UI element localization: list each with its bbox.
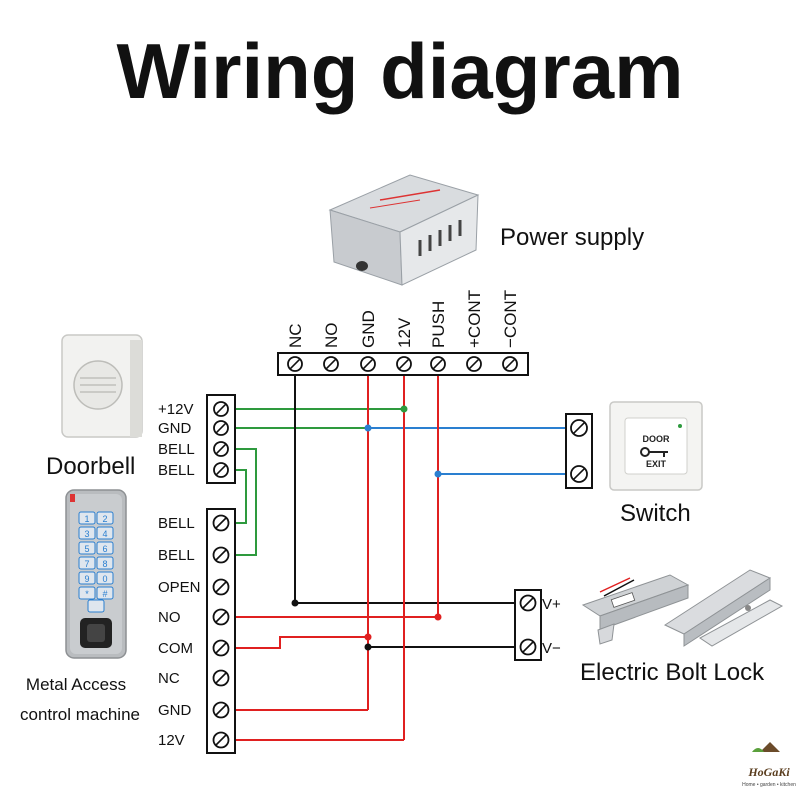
screw-terminal-icon — [212, 514, 230, 532]
access-keypad-image: 1 2 3 4 5 6 7 8 9 0 * # — [65, 489, 127, 659]
screw-terminal-icon — [519, 594, 537, 612]
screw-terminal-icon — [212, 546, 230, 564]
key-icon — [640, 447, 668, 457]
doorbell-terminal-label: BELL — [158, 441, 195, 458]
junction-dot — [434, 613, 442, 621]
doorbell-terminal-label: GND — [158, 420, 192, 437]
screw-terminal-icon — [212, 669, 230, 687]
keypad-key: 8 — [102, 559, 107, 569]
junction-dot — [364, 633, 372, 641]
keypad-key: 0 — [102, 574, 107, 584]
screw-terminal-icon — [466, 356, 482, 372]
brand-tagline: Home • garden • kitchen — [742, 782, 796, 788]
wire-bell-loop-a — [231, 448, 257, 556]
controller-terminal-label: BELL — [158, 515, 195, 532]
bolt-lock-image — [581, 569, 784, 647]
doorbell-image — [61, 334, 143, 438]
screw-terminal-icon — [213, 420, 229, 436]
psu-terminal-label: NC — [286, 323, 305, 348]
wire-nc-to-lock-vplus — [294, 365, 517, 604]
controller-terminal-label: 12V — [158, 732, 185, 749]
keypad-key: # — [102, 589, 107, 599]
keypad-key: 9 — [84, 574, 89, 584]
controller-terminal-label: GND — [158, 702, 192, 719]
junction-dot — [400, 405, 408, 413]
diagram-title: Wiring diagram — [116, 27, 683, 115]
controller-terminals: BELL BELL OPEN NO COM NC GND 12V — [158, 514, 230, 749]
bolt-lock-label: Electric Bolt Lock — [580, 659, 765, 686]
keypad-key: 3 — [84, 529, 89, 539]
controller-terminal-label: BELL — [158, 547, 195, 564]
wires — [231, 365, 566, 741]
controller-terminal-label: NC — [158, 670, 180, 687]
keypad-key: 7 — [84, 559, 89, 569]
keypad-key: 5 — [84, 544, 89, 554]
junction-dot — [364, 643, 372, 651]
doorbell-label: Doorbell — [46, 453, 135, 480]
house-icon — [760, 742, 780, 752]
psu-terminal-label: +CONT — [465, 290, 484, 348]
junction-dot — [291, 599, 299, 607]
exit-switch-text-door: DOOR — [643, 434, 671, 444]
keypad-key: * — [85, 589, 89, 599]
doorbell-terminal-label: +12V — [158, 401, 193, 418]
screw-terminal-icon — [570, 419, 588, 437]
screw-terminal-icon — [570, 465, 588, 483]
doorbell-terminal-label: BELL — [158, 462, 195, 479]
screw-terminal-icon — [212, 639, 230, 657]
brand-name: HoGaKi — [747, 765, 790, 779]
controller-terminal-label: NO — [158, 609, 181, 626]
leaf-icon — [752, 748, 764, 752]
screw-terminal-icon — [213, 462, 229, 478]
controller-terminal-label: COM — [158, 640, 193, 657]
screw-terminal-icon — [360, 356, 376, 372]
screw-terminal-icon — [519, 638, 537, 656]
doorbell-terminals: +12V GND BELL BELL — [158, 401, 229, 479]
keypad-key: 4 — [102, 529, 107, 539]
power-supply-label: Power supply — [500, 224, 644, 251]
screw-terminal-icon — [213, 441, 229, 457]
screw-terminal-icon — [323, 356, 339, 372]
keypad-key: 6 — [102, 544, 107, 554]
exit-switch-text-exit: EXIT — [646, 459, 667, 469]
exit-switch-image: DOOR EXIT — [609, 401, 703, 491]
psu-terminal-label: −CONT — [501, 290, 520, 348]
psu-terminal-label: NO — [322, 323, 341, 349]
lock-terminal-label: V− — [542, 640, 561, 657]
screw-terminal-icon — [430, 356, 446, 372]
psu-terminal-label: 12V — [395, 317, 414, 348]
psu-terminal-label: GND — [359, 310, 378, 348]
brand-logo: HoGaKi Home • garden • kitchen — [742, 742, 796, 788]
screw-terminal-icon — [213, 401, 229, 417]
bell-key-icon — [87, 599, 105, 613]
screw-terminal-icon — [212, 731, 230, 749]
controller-terminal-label: OPEN — [158, 579, 201, 596]
junction-dot — [434, 470, 442, 478]
wire-bell-loop-b — [231, 469, 247, 524]
lock-terminal-label: V+ — [542, 596, 561, 613]
screw-terminal-icon — [287, 356, 303, 372]
switch-terminals — [570, 419, 588, 483]
psu-terminal-label: PUSH — [429, 301, 448, 348]
access-machine-label-line2: control machine — [20, 705, 140, 724]
screw-terminal-icon — [212, 608, 230, 626]
access-machine-label-line1: Metal Access — [26, 675, 126, 694]
screw-terminal-icon — [502, 356, 518, 372]
screw-terminal-icon — [212, 578, 230, 596]
junction-dots — [291, 405, 442, 651]
junction-dot — [364, 424, 372, 432]
screw-terminal-icon — [212, 701, 230, 719]
switch-label: Switch — [620, 500, 691, 527]
power-supply-image — [328, 174, 480, 286]
keypad-key: 1 — [84, 514, 89, 524]
lock-terminals: V+ V− — [519, 594, 561, 657]
screw-terminal-icon — [396, 356, 412, 372]
wire-com-to-gnd — [231, 636, 368, 649]
psu-terminals: NC NO GND 12V PUSH +CONT −CONT — [286, 290, 520, 372]
keypad-key: 2 — [102, 514, 107, 524]
